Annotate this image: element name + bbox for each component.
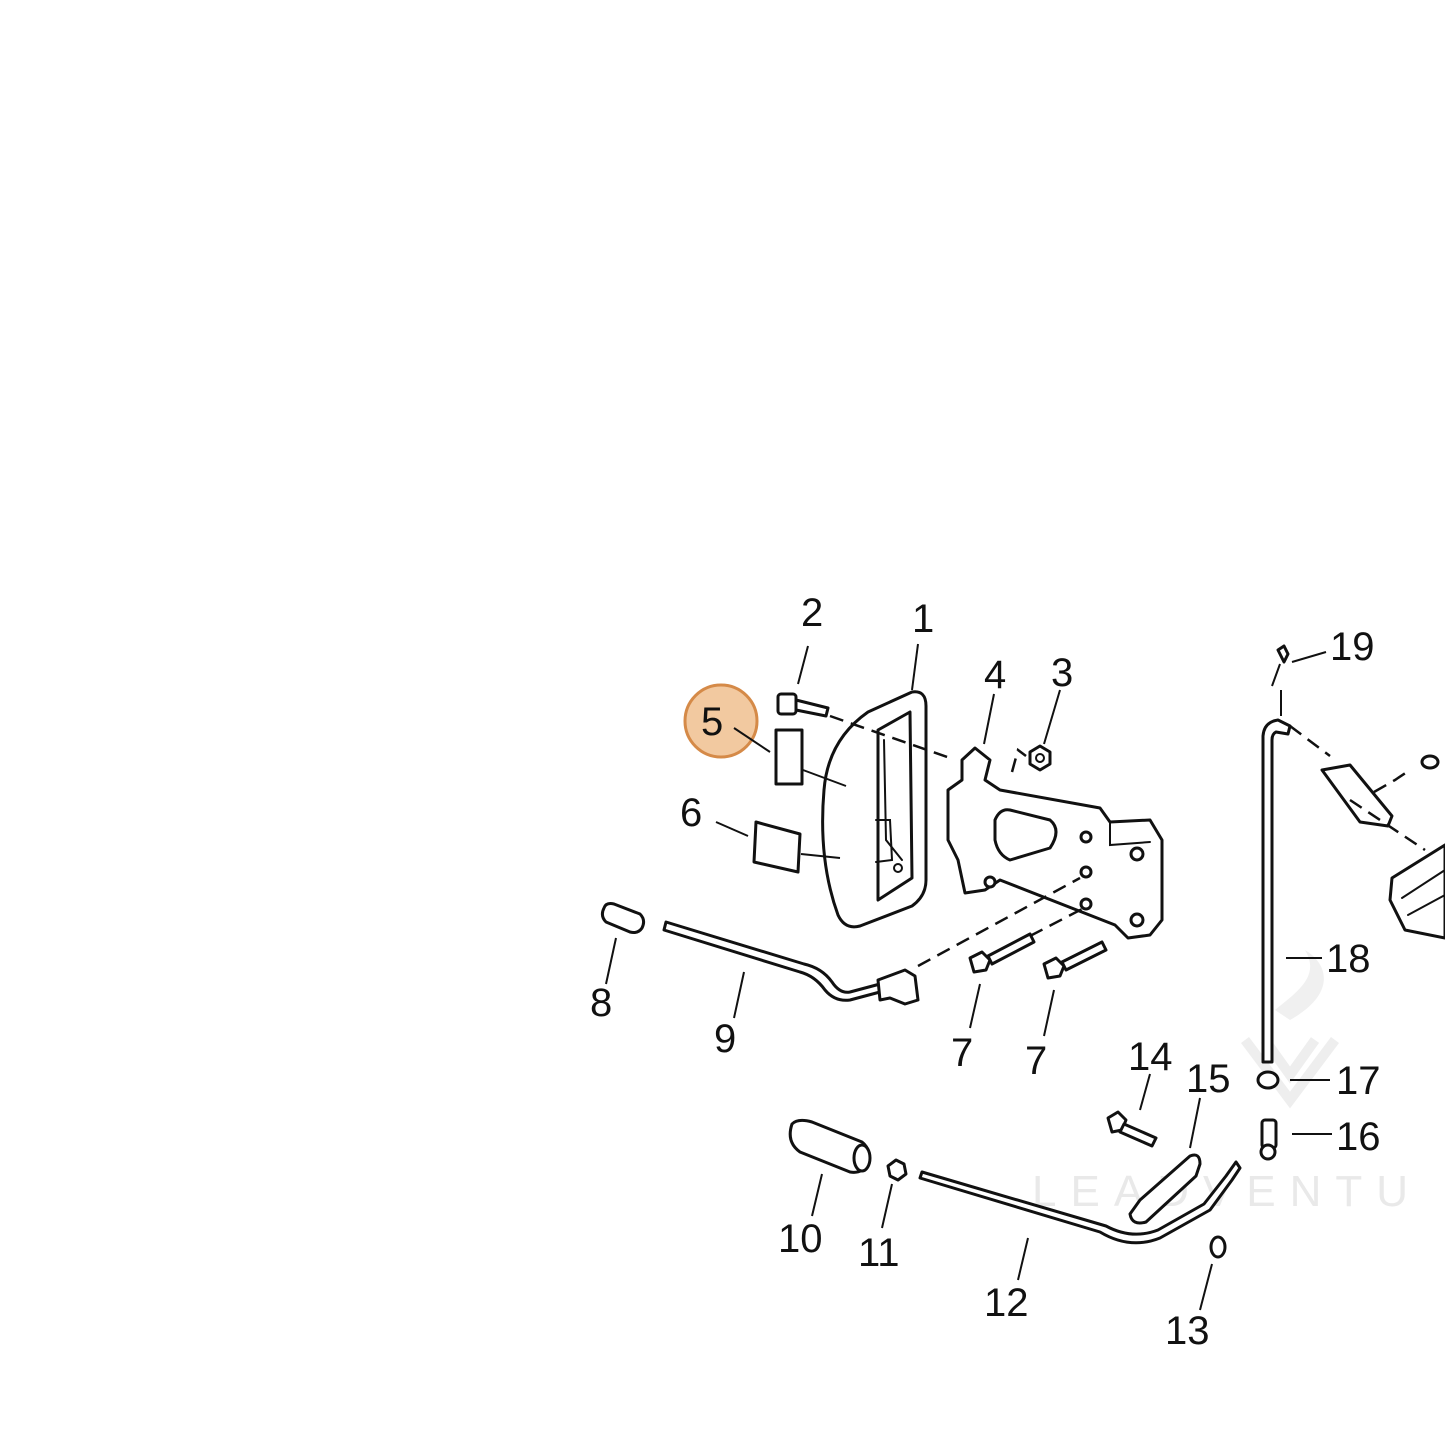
part-1-handle-housing [821, 690, 928, 929]
part-13-washer [1209, 1235, 1227, 1259]
callout-12: 12 [984, 1281, 1029, 1325]
part-8-grip [600, 902, 646, 934]
assembly-lines [829, 714, 1426, 968]
callout-6: 6 [680, 791, 702, 835]
callout-11: 11 [858, 1231, 900, 1275]
callout-14: 14 [1128, 1035, 1173, 1079]
part-11-nut [886, 1158, 908, 1182]
callout-15: 15 [1186, 1057, 1231, 1101]
part-10-knob [788, 1118, 872, 1174]
callout-3: 3 [1051, 651, 1073, 695]
part-4-bracket [946, 746, 1164, 940]
callout-17: 17 [1336, 1059, 1381, 1103]
callout-4: 4 [984, 653, 1006, 697]
highlight-circle [683, 683, 759, 759]
callout-19: 19 [1330, 625, 1375, 669]
part-12-rod [918, 1160, 1242, 1245]
callout-7a: 7 [951, 1031, 973, 1075]
part-6-label [752, 820, 802, 874]
callout-labels: 1 2 3 4 5 6 7 7 8 9 10 11 12 13 14 15 16… [590, 591, 1381, 1353]
callout-2: 2 [801, 591, 823, 635]
callout-16: 16 [1336, 1115, 1381, 1159]
part-17-bushing [1256, 1070, 1280, 1090]
part-19-pin [1276, 644, 1290, 664]
callout-5: 5 [701, 700, 723, 744]
part-14-bolt [1106, 1110, 1158, 1148]
part-5-label [774, 728, 804, 786]
edge-assembly [1320, 754, 1445, 940]
leader-lines [605, 643, 1332, 1311]
callout-9: 9 [714, 1017, 736, 1061]
part-9-lever-rod [662, 920, 920, 1006]
callout-10: 10 [778, 1217, 823, 1261]
callout-7b: 7 [1025, 1039, 1047, 1083]
part-3-nut [1028, 744, 1052, 772]
callout-13: 13 [1165, 1309, 1210, 1353]
callout-8: 8 [590, 981, 612, 1025]
callout-18: 18 [1326, 937, 1371, 981]
part-15-plate [1128, 1153, 1202, 1225]
part-7-bolt-b [1042, 940, 1108, 980]
callout-1: 1 [912, 597, 934, 641]
part-7-bolt-a [968, 932, 1036, 974]
part-2-bolt [776, 692, 830, 718]
part-18-rod [1261, 718, 1292, 1064]
part-16-fitting [1259, 1118, 1278, 1161]
